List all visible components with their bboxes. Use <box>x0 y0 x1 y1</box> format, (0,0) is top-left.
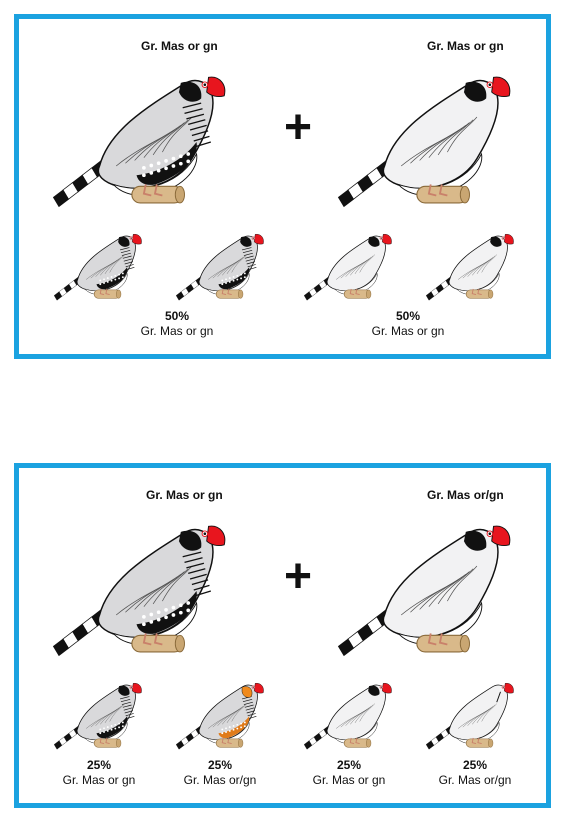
offspring-caption-3: 25% Gr. Mas or gn <box>289 758 409 788</box>
offspring-bird-2-icon <box>175 683 264 750</box>
father-label: Gr. Mas or gn <box>141 39 218 53</box>
offspring-bird-3-icon <box>303 683 392 750</box>
offspring-percent: 25% <box>462 758 488 772</box>
offspring-description: Gr. Mas or gn <box>140 324 214 338</box>
offspring-description: Gr. Mas or/gn <box>183 773 257 787</box>
offspring-percent: 50% <box>395 309 421 323</box>
offspring-description: Gr. Mas or/gn <box>438 773 512 787</box>
offspring-description: Gr. Mas or gn <box>312 773 386 787</box>
offspring-caption-male: 50% Gr. Mas or gn <box>117 309 237 339</box>
pairing-panel-1: Gr. Mas or gn Gr. Mas or gn + 50% Gr. Ma… <box>14 14 551 359</box>
offspring-caption-4: 25% Gr. Mas or/gn <box>415 758 535 788</box>
offspring-bird-4-icon <box>425 683 514 750</box>
offspring-caption-female: 50% Gr. Mas or gn <box>343 309 473 339</box>
offspring-percent: 50% <box>164 309 190 323</box>
offspring-caption-2: 25% Gr. Mas or/gn <box>160 758 280 788</box>
offspring-bird-1-icon <box>53 234 142 301</box>
offspring-percent: 25% <box>207 758 233 772</box>
father-bird-icon <box>52 76 226 208</box>
pairing-panel-2: Gr. Mas or gn Gr. Mas or/gn + 25% Gr. Ma… <box>14 463 551 808</box>
plus-operator: + <box>284 550 313 603</box>
father-label: Gr. Mas or gn <box>146 488 223 502</box>
plus-operator: + <box>284 101 313 154</box>
mother-label: Gr. Mas or gn <box>427 39 504 53</box>
offspring-bird-4-icon <box>425 234 514 301</box>
offspring-description: Gr. Mas or gn <box>62 773 136 787</box>
offspring-bird-3-icon <box>303 234 392 301</box>
offspring-percent: 25% <box>336 758 362 772</box>
offspring-caption-1: 25% Gr. Mas or gn <box>39 758 159 788</box>
offspring-bird-2-icon <box>175 234 264 301</box>
mother-bird-icon <box>337 525 511 657</box>
father-bird-icon <box>52 525 226 657</box>
mother-label: Gr. Mas or/gn <box>427 488 504 502</box>
offspring-percent: 25% <box>86 758 112 772</box>
offspring-bird-1-icon <box>53 683 142 750</box>
mother-bird-icon <box>337 76 511 208</box>
offspring-description: Gr. Mas or gn <box>371 324 445 338</box>
